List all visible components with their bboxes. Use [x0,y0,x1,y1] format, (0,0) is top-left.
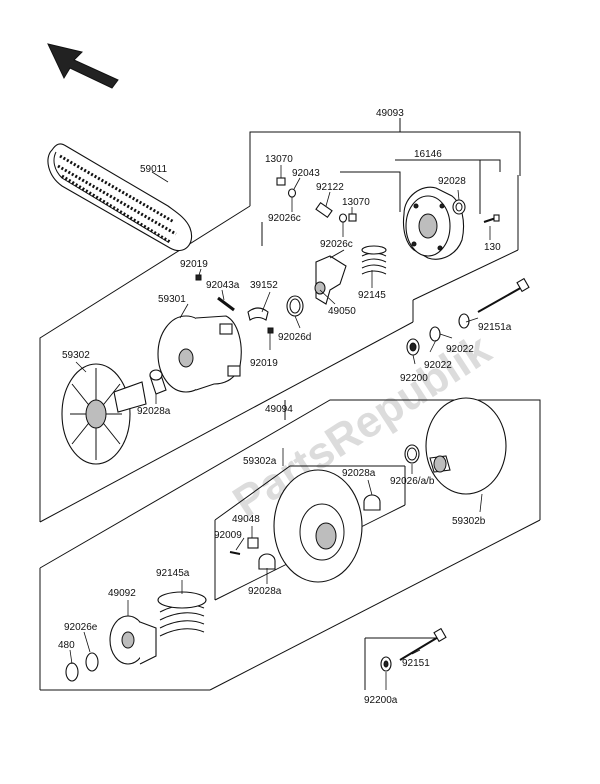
washer-92026c-a [287,188,297,198]
label-92200: 92200 [400,373,428,384]
slider-49048 [247,537,259,549]
label-59011: 59011 [140,164,168,175]
spring-92145 [361,245,387,275]
label-92028: 92028 [438,176,466,187]
spider-49050 [314,249,347,305]
cam-49092 [109,615,157,665]
label-59302b: 59302b [452,516,486,527]
nut-13070-b [348,213,357,222]
label-92151a: 92151a [478,322,512,333]
label-39152: 39152 [250,280,278,291]
label-49048: 49048 [232,514,260,525]
spring-92145a [157,591,207,637]
clutch-cover-16146 [402,186,465,260]
bolt-92151a [477,277,530,313]
label-92028a-c: 92028a [248,586,282,597]
label-92026c-a: 92026c [268,213,301,224]
label-49094: 49094 [265,404,293,415]
washer-92022-a [458,313,470,329]
label-92009: 92009 [214,530,242,541]
label-16146: 16146 [414,149,442,160]
group-frame-92026c [261,171,401,246]
bearing-92200 [406,338,420,356]
label-92145a: 92145a [156,568,190,579]
label-92026d: 92026d [278,332,311,343]
label-92028a-a: 92028a [137,406,171,417]
group-frame-49094 [39,399,541,691]
bushing-92028a [149,369,167,395]
direction-arrow-icon [47,43,119,89]
label-59301: 59301 [158,294,186,305]
bolt-92019-a [195,274,202,281]
label-130: 130 [484,242,501,253]
label-92200a: 92200a [364,695,398,706]
screw-92009 [229,551,241,555]
label-49093: 49093 [376,108,404,119]
label-92043a: 92043a [206,280,240,291]
fixed-sheave-59302 [61,363,147,465]
group-frame-92151 [364,637,440,690]
circlip-480 [65,662,79,682]
pin-92043 [315,201,333,219]
label-92028a-b: 92028a [342,468,376,479]
bolt-130 [483,214,500,223]
label-92122: 92122 [316,182,344,193]
label-59302a: 59302a [243,456,277,467]
washer-92200a [380,656,392,672]
label-92019-a: 92019 [180,259,208,270]
label-13070-b: 13070 [342,197,370,208]
bolt-92151 [399,627,447,661]
label-92026c-b: 92026c [320,239,353,250]
bushing-92028 [452,199,466,215]
label-92145: 92145 [358,290,386,301]
label-49050: 49050 [328,306,356,317]
washer-92026e [85,652,99,672]
label-92026e: 92026e [64,622,98,633]
label-92022-b: 92022 [424,360,452,371]
driven-sheave-59302b [425,397,507,495]
bushing-92028a-c [258,553,276,570]
label-92022-a: 92022 [446,344,474,355]
label-92043: 92043 [292,168,320,179]
washer-92022-b [429,326,441,342]
pin-92043a [217,296,235,312]
label-49092: 49092 [108,588,136,599]
nut-13070 [276,177,286,186]
drive-belt [47,143,192,252]
label-92151: 92151 [402,658,430,669]
label-13070-a: 13070 [265,154,293,165]
bushing-92028a-b [363,494,381,511]
sheave-59302a [273,469,363,583]
label-92019-b: 92019 [250,358,278,369]
label-480: 480 [58,640,75,651]
label-92026ab: 92026/a/b [390,476,435,487]
label-59302: 59302 [62,350,90,361]
leader-lines [69,165,491,690]
movable-sheave-59301 [157,315,242,393]
washer-92026d [286,295,304,317]
group-frame-16146 [395,159,501,214]
washer-92026ab [404,444,420,464]
weight-39152 [247,307,269,321]
washer-92122 [338,213,348,223]
bolt-92019-b [267,327,274,334]
